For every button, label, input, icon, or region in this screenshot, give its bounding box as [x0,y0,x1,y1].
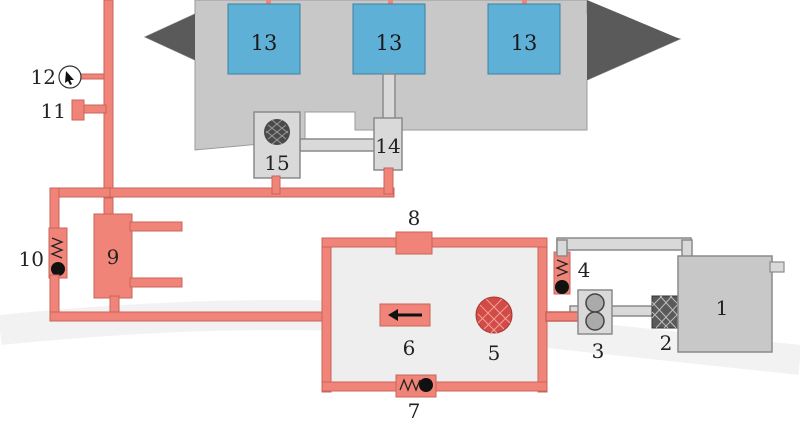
filter-15-label: 15 [264,151,289,175]
gauge-needle-icon [65,71,74,85]
filter-2-label: 2 [660,331,673,355]
injector-c: 13 [487,3,561,75]
feed-pump-3: 3 [577,289,613,363]
injector-a: 13 [227,3,301,75]
injector-b-pipe [388,0,393,5]
valve-4-label: 4 [578,258,591,282]
valve-10-ball-icon [51,262,65,276]
valve-7: 7 [395,374,437,423]
arrow-left-icon [388,309,398,321]
gauge-12: 12 [31,65,105,89]
tank-label: 1 [716,296,729,320]
nozzle-right [587,0,680,80]
valve-10-label: 10 [19,247,44,271]
component-8: 8 [395,206,433,255]
gear-bottom-icon [585,311,605,331]
component-11-label: 11 [41,99,66,123]
filter-2: 2 [651,295,681,355]
pump-6-label: 6 [403,336,416,360]
injector-a-pipe [266,0,271,5]
injector-c-pipe [522,0,527,5]
main-filter-label: 5 [488,341,501,365]
block-14: 14 [373,117,403,171]
gauge-label: 12 [31,65,56,89]
valve-10: 10 [19,227,68,279]
feed-pump-label: 3 [592,339,605,363]
component-11: 11 [41,99,107,123]
nozzle-left [145,14,195,60]
gear-top-icon [585,293,605,313]
valve-4-ball-icon [555,280,569,294]
tank-1: 1 [677,255,785,353]
main-filter-5: 5 [475,296,513,365]
main-filter-mesh-icon [475,296,513,334]
valve-7-ball-icon [419,378,433,392]
valve-4: 4 [553,251,591,295]
injector-b-label: 13 [376,31,403,55]
injector-c-label: 13 [511,31,538,55]
return-pipes [49,0,395,259]
valve-7-label: 7 [408,399,421,423]
block-14-label: 14 [375,134,400,158]
component-8-label: 8 [408,206,421,230]
pump-9-label: 9 [107,245,120,269]
valve-7-spring-icon [399,378,421,392]
injector-a-label: 13 [251,31,278,55]
filter-15: 15 [253,111,301,179]
pump-9: 9 [93,197,183,319]
pump-loop [321,237,548,393]
pump-6: 6 [379,303,431,360]
injector-b: 13 [352,3,426,75]
valve-4-spring-icon [555,259,569,277]
valve-10-spring-icon [50,237,64,259]
